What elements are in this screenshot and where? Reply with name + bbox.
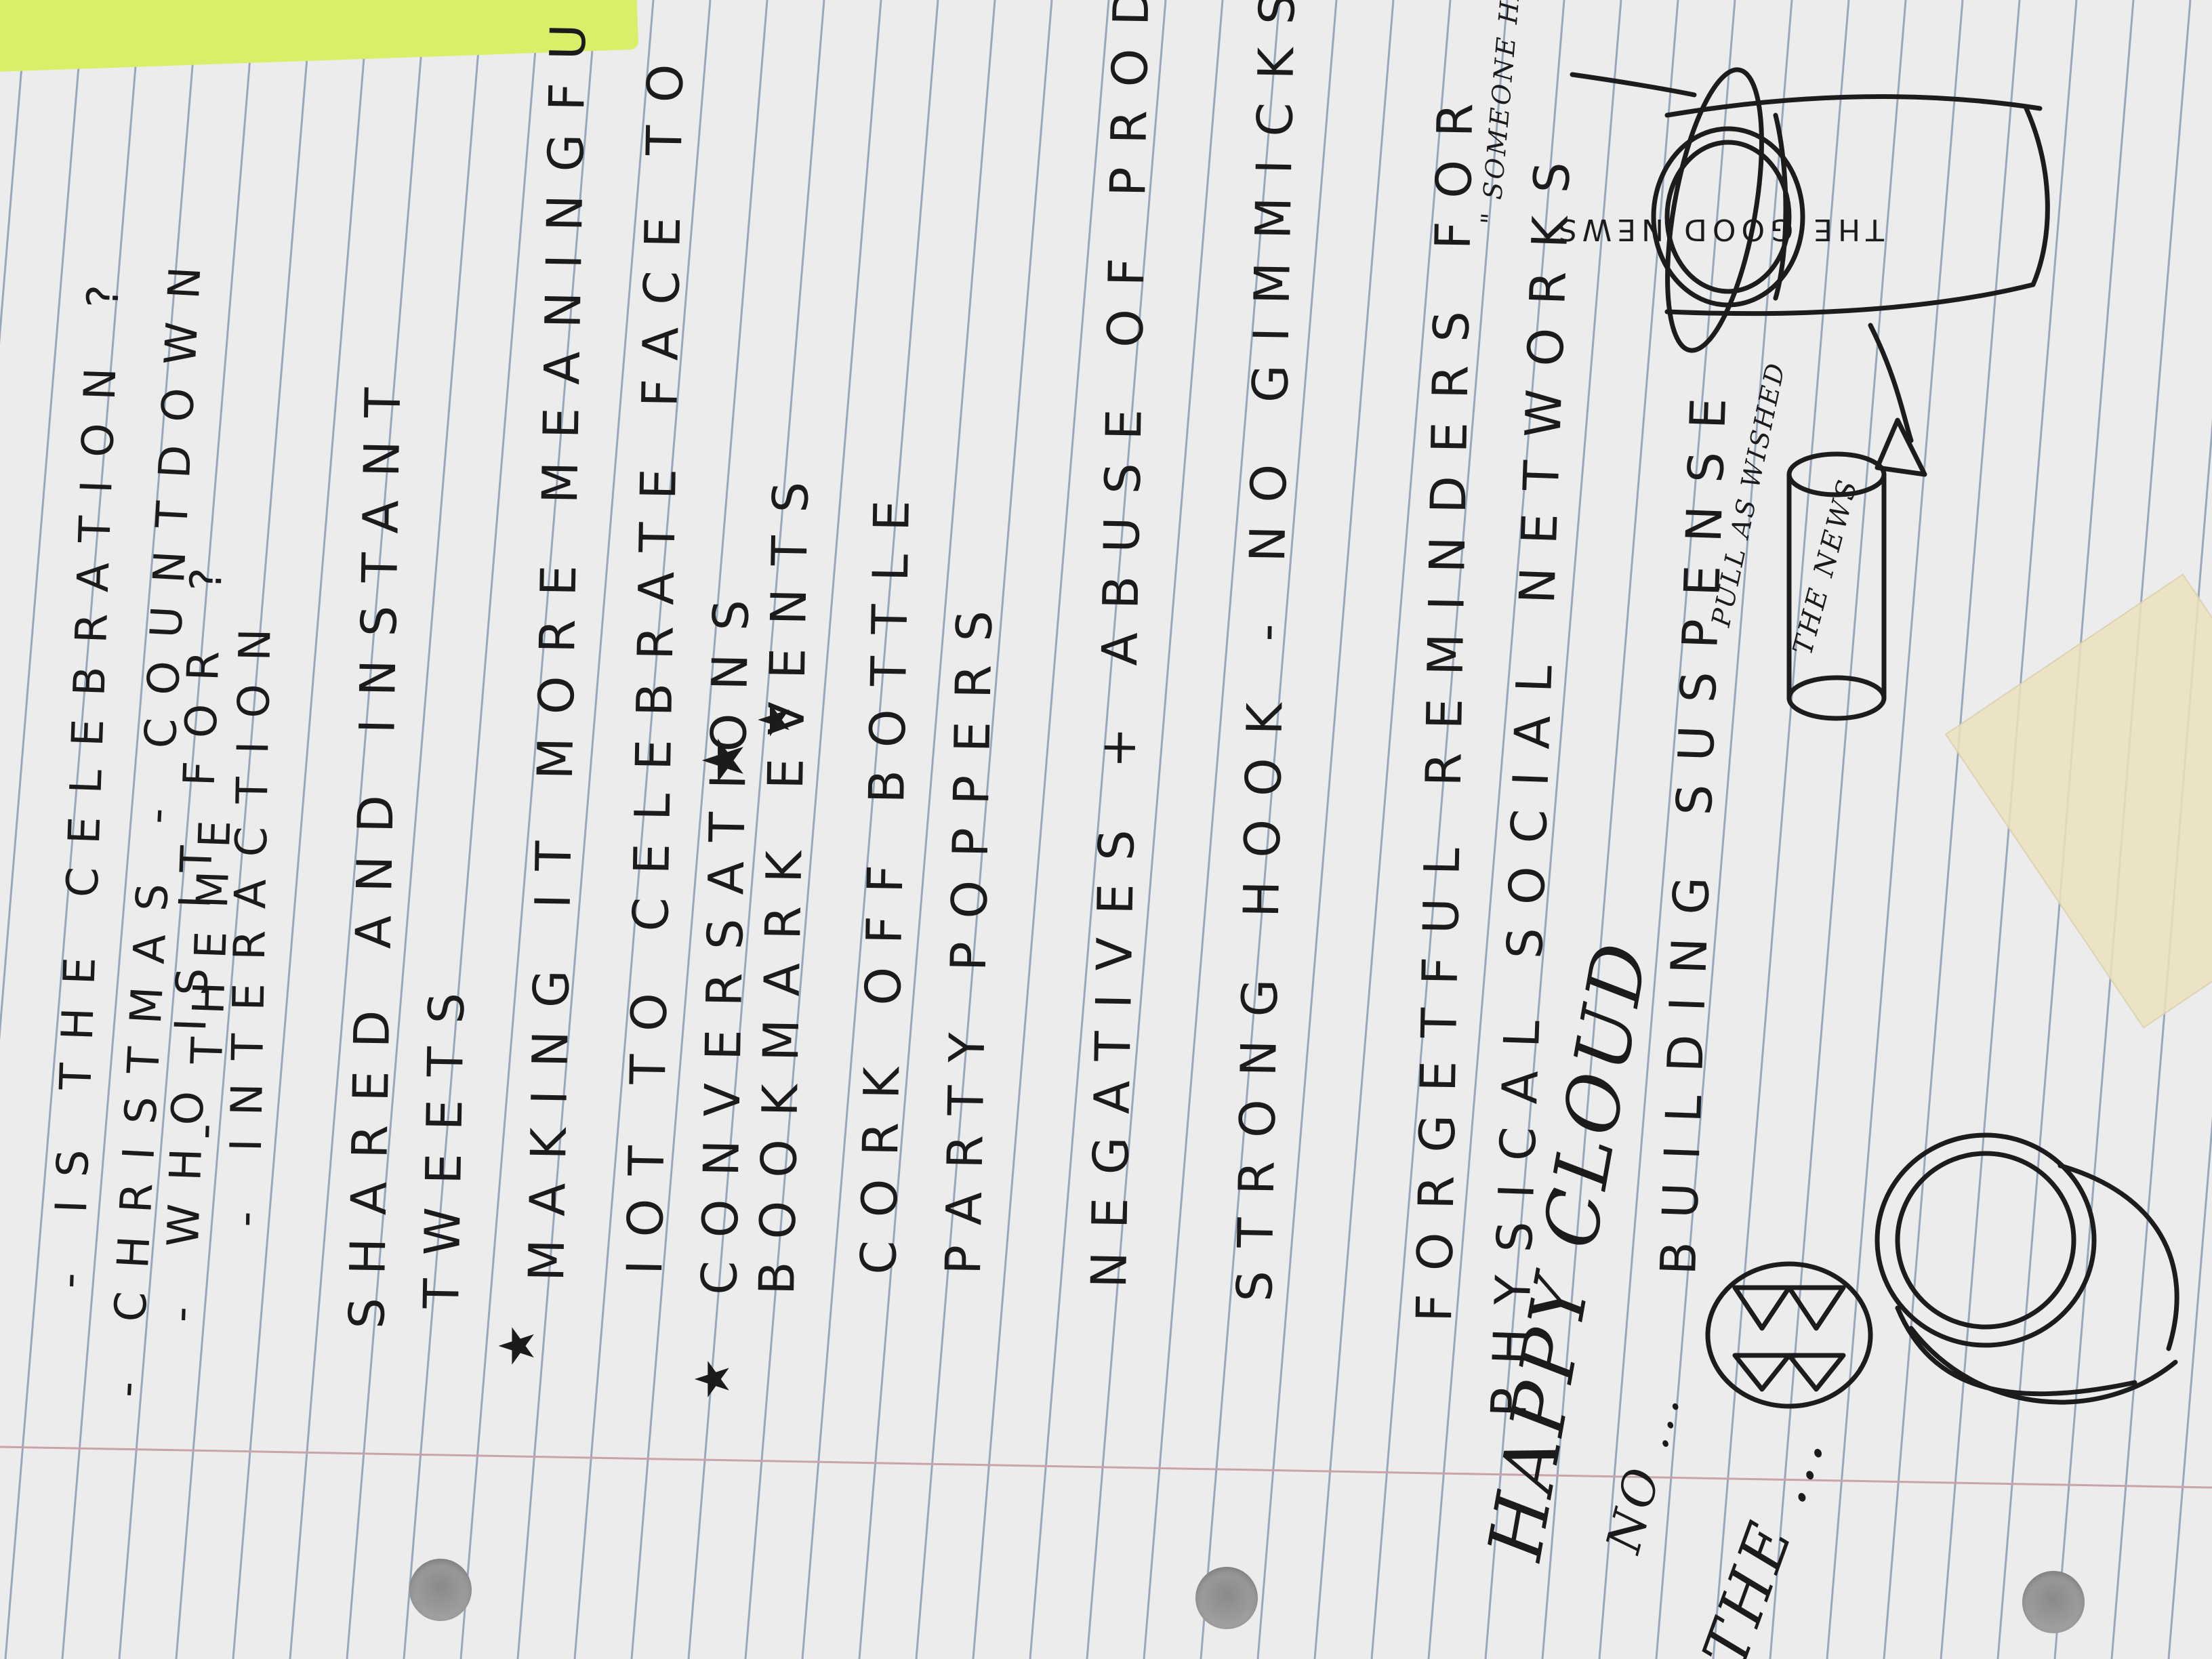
sketch-label: THE GOOD NEWS (1552, 212, 1884, 247)
can-sketch (1570, 67, 2050, 477)
cork-sketch (1705, 1261, 1873, 1409)
punch-hole (2022, 1571, 2085, 1633)
punch-hole (409, 1559, 472, 1621)
tube-sketch (1786, 451, 1887, 721)
punch-hole (1195, 1567, 1258, 1629)
cup-sketch (1875, 1132, 2179, 1405)
